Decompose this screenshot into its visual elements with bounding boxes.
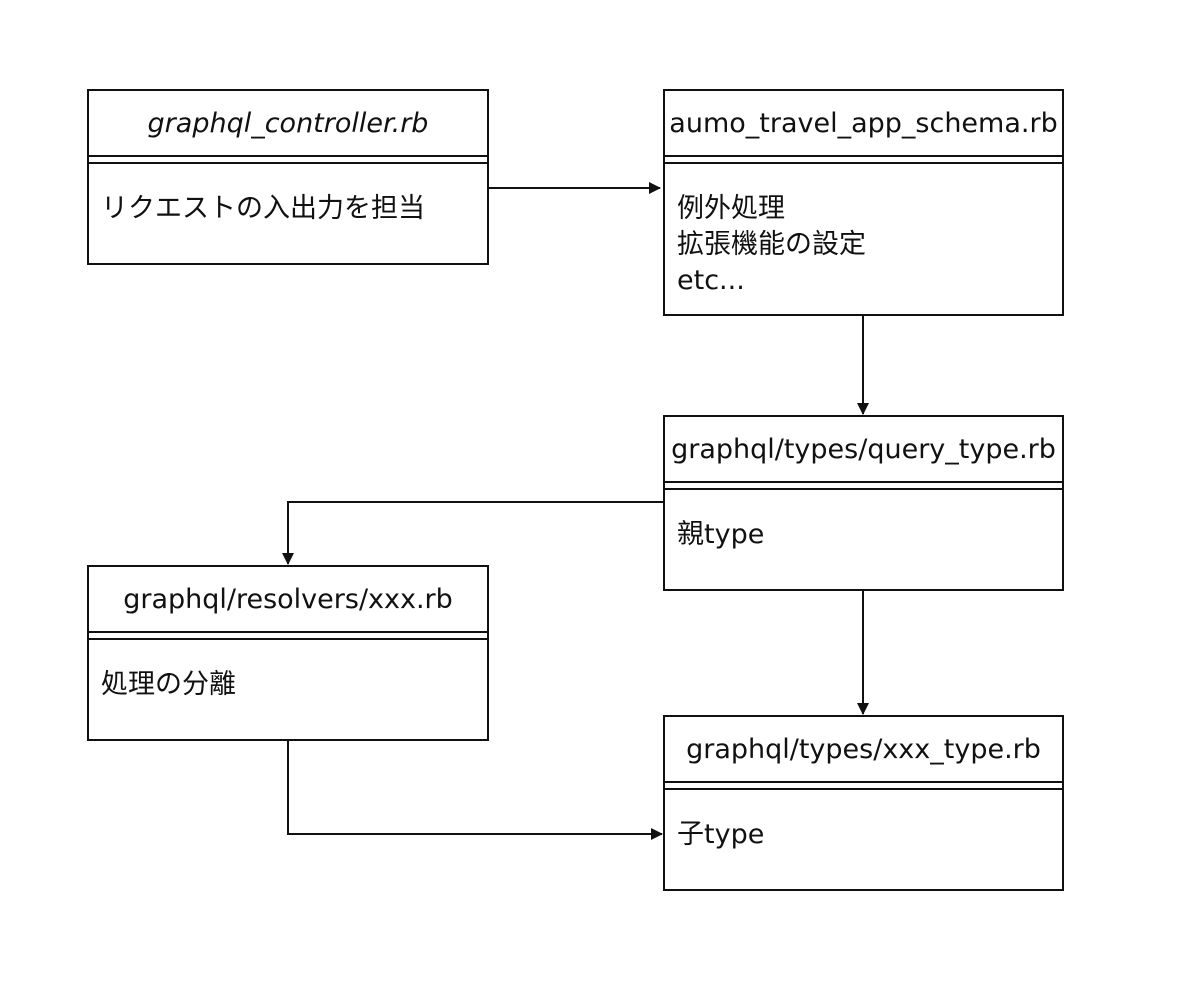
node-divider: [665, 155, 1062, 164]
node-resolvers: graphql/resolvers/xxx.rb 処理の分離: [87, 565, 489, 741]
node-body-line: 子type: [677, 819, 765, 850]
node-body-line: 処理の分離: [101, 669, 236, 700]
edge-resolvers-to-xxx-type: [287, 741, 663, 840]
node-title: graphql/types/xxx_type.rb: [686, 733, 1041, 765]
node-body-line: リクエストの入出力を担当: [101, 193, 425, 224]
edge-query-type-to-resolvers: [282, 501, 663, 565]
node-graphql-controller: graphql_controller.rb リクエストの入出力を担当: [87, 89, 489, 265]
node-body: 子type: [677, 817, 1054, 853]
node-divider: [89, 155, 487, 164]
node-body-line: etc...: [677, 265, 745, 296]
node-title: graphql/resolvers/xxx.rb: [123, 583, 453, 615]
node-xxx-type: graphql/types/xxx_type.rb 子type: [663, 715, 1064, 891]
node-body-line: 親type: [677, 519, 765, 550]
node-title: aumo_travel_app_schema.rb: [669, 107, 1058, 139]
node-body: 処理の分離: [101, 667, 479, 703]
node-divider: [665, 481, 1062, 490]
node-divider: [89, 631, 487, 640]
node-divider: [665, 781, 1062, 790]
node-schema: aumo_travel_app_schema.rb 例外処理 拡張機能の設定 e…: [663, 89, 1064, 316]
node-body-line: 拡張機能の設定: [677, 229, 866, 260]
node-query-type: graphql/types/query_type.rb 親type: [663, 415, 1064, 591]
node-body: 例外処理 拡張機能の設定 etc...: [677, 191, 1054, 299]
node-body: 親type: [677, 517, 1054, 553]
node-title: graphql_controller.rb: [147, 107, 429, 139]
node-body: リクエストの入出力を担当: [101, 191, 479, 227]
node-body-line: 例外処理: [677, 193, 785, 224]
node-title: graphql/types/query_type.rb: [671, 433, 1056, 465]
